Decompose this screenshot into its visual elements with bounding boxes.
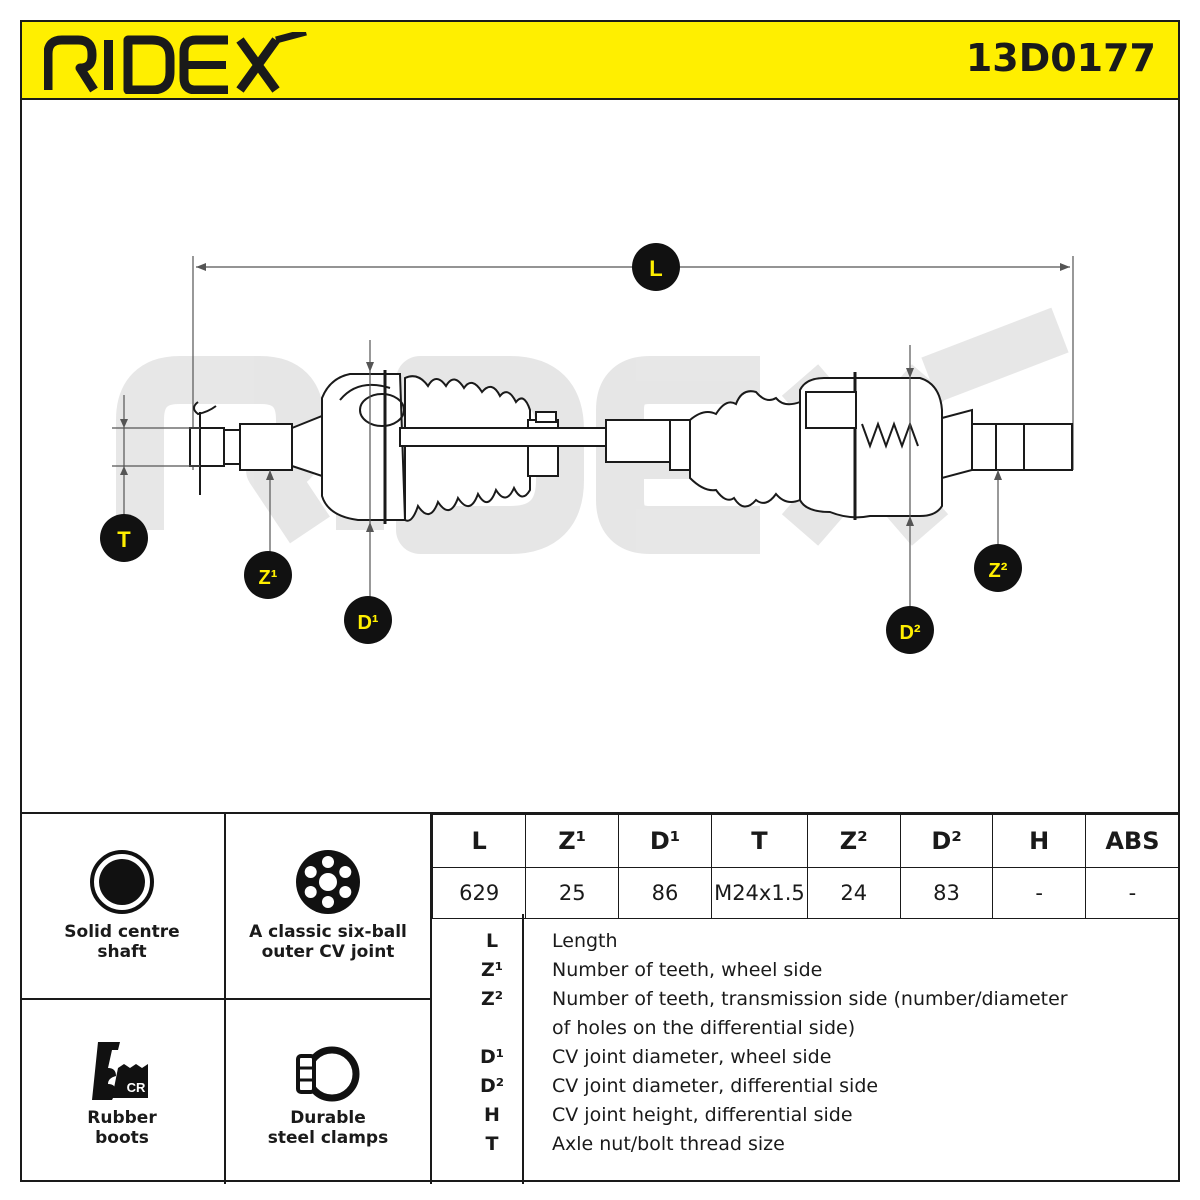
svg-text:T: T [117, 527, 131, 552]
spec-value-row: 629 25 86 M24x1.5 24 83 - - [431, 867, 1181, 919]
ridex-logo [44, 32, 307, 94]
spec-value: 83 [899, 867, 994, 919]
svg-text:Z²: Z² [989, 560, 1008, 582]
legend-row: D² CV joint diameter, differential side [432, 1075, 1180, 1104]
spec-value: 629 [431, 867, 527, 919]
legend-symbol: Z¹ [480, 959, 504, 981]
feature-steel-clamps: Durable steel clamps [226, 1000, 430, 1184]
header-bar: 13D0177 [20, 20, 1180, 100]
callout-z2: Z² [974, 544, 1022, 592]
feature-rubber-boots: CR Rubber boots [20, 1000, 224, 1184]
feature-label: A classic six-ball outer CV joint [249, 922, 407, 962]
legend-symbol: D² [479, 1075, 505, 1097]
svg-text:L: L [649, 256, 662, 281]
spec-value: - [1084, 867, 1181, 919]
legend-text: Axle nut/bolt thread size [552, 1133, 785, 1155]
spec-value: 25 [525, 867, 620, 919]
legend-text: CV joint diameter, differential side [552, 1075, 879, 1097]
legend-symbol: T [485, 1133, 499, 1155]
callout-l: L [632, 243, 680, 291]
legend: L Length Z¹ Number of teeth, wheel side … [432, 914, 1180, 1184]
legend-row: L Length [432, 930, 1180, 959]
spec-header: Z² [806, 814, 901, 868]
spec-value: 86 [618, 867, 712, 919]
legend-text: Number of teeth, transmission side (numb… [552, 988, 1068, 1010]
spec-header: H [992, 814, 1086, 868]
callout-d2: D² [886, 606, 934, 654]
solid-shaft-icon [90, 850, 154, 914]
legend-text: Length [552, 930, 618, 952]
svg-text:Z¹: Z¹ [259, 567, 278, 589]
callout-t: T [100, 514, 148, 562]
svg-text:D¹: D¹ [357, 612, 378, 634]
spec-value: - [992, 867, 1086, 919]
legend-text: of holes on the differential side) [552, 1017, 856, 1039]
drive-shaft-diagram: L T Z¹ D¹ Z² D² [100, 243, 1074, 654]
legend-text: Number of teeth, wheel side [552, 959, 823, 981]
feature-label: Solid centre shaft [64, 922, 180, 962]
legend-row: D¹ CV joint diameter, wheel side [432, 1046, 1180, 1075]
svg-text:D²: D² [899, 622, 920, 644]
spec-header: ABS [1084, 814, 1181, 868]
legend-row: of holes on the differential side) [432, 1017, 1180, 1046]
feature-label: Durable steel clamps [267, 1108, 389, 1148]
legend-symbol: L [485, 930, 499, 952]
feature-solid-shaft: Solid centre shaft [20, 814, 224, 998]
spec-header: L [431, 814, 527, 868]
callout-z1: Z¹ [244, 551, 292, 599]
six-ball-joint-icon [296, 850, 360, 914]
legend-row: Z² Number of teeth, transmission side (n… [432, 988, 1180, 1017]
spec-value: 24 [806, 867, 901, 919]
legend-text: CV joint diameter, wheel side [552, 1046, 832, 1068]
callout-d1: D¹ [344, 596, 392, 644]
legend-symbol: Z² [480, 988, 504, 1010]
part-number: 13D0177 [965, 36, 1156, 80]
feature-label: Rubber boots [87, 1108, 157, 1148]
legend-symbol: H [484, 1104, 500, 1126]
shaft-outline [189, 370, 1073, 524]
legend-row: H CV joint height, differential side [432, 1104, 1180, 1133]
spec-header: D² [899, 814, 994, 868]
clamp-icon [296, 1046, 360, 1102]
spec-table: L Z¹ D¹ T Z² D² H ABS 629 25 86 M24x1.5 … [431, 814, 1181, 919]
spec-header-row: L Z¹ D¹ T Z² D² H ABS [431, 814, 1181, 868]
cr-boot-icon: CR [92, 1042, 148, 1100]
legend-row: Z¹ Number of teeth, wheel side [432, 959, 1180, 988]
legend-text: CV joint height, differential side [552, 1104, 853, 1126]
svg-text:CR: CR [127, 1080, 146, 1095]
specs-section: Solid centre shaft A classic six-ball ou… [20, 812, 1181, 1184]
spec-header: T [710, 814, 808, 868]
spec-header: Z¹ [525, 814, 620, 868]
spec-value: M24x1.5 [710, 867, 808, 919]
legend-row: T Axle nut/bolt thread size [432, 1133, 1180, 1162]
legend-symbol: D¹ [479, 1046, 505, 1068]
feature-six-ball-joint: A classic six-ball outer CV joint [226, 814, 430, 998]
spec-header: D¹ [618, 814, 712, 868]
